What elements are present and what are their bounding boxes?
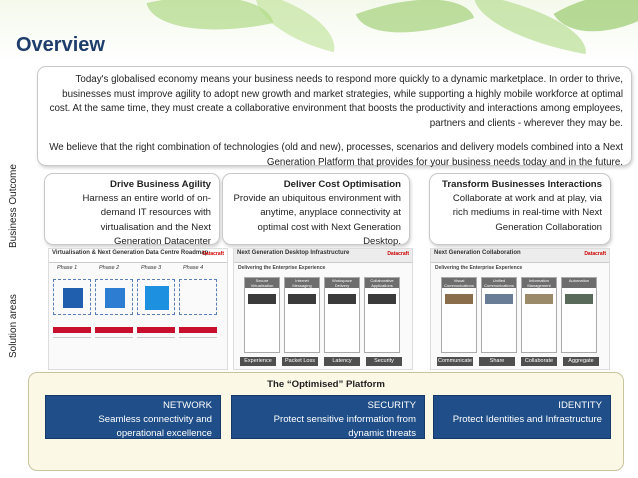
footer-tag: Share	[479, 357, 515, 366]
leaf-decoration	[146, 0, 274, 48]
pillar-security: SECURITY Protect sensitive information f…	[231, 395, 425, 439]
solution-column: Workspace Delivery	[324, 277, 360, 353]
phase-label: Phase 1	[57, 265, 78, 271]
footer-tag: Latency	[324, 357, 360, 366]
phase-bar	[95, 327, 133, 333]
panel-title: Next Generation Collaboration Datacraft	[431, 249, 609, 263]
goal-title: Drive Business Agility	[110, 179, 211, 190]
phase-bar	[137, 327, 175, 333]
requirements-text	[95, 337, 133, 367]
pillar-title: SECURITY	[367, 400, 416, 411]
footer-tag: Experience	[240, 357, 276, 366]
intro-card: Today's globalised economy means your bu…	[37, 66, 632, 168]
solution-panel-desktop: Next Generation Desktop Infrastructure D…	[233, 248, 413, 370]
solution-column: Internet Messaging	[284, 277, 320, 353]
header-banner	[0, 0, 638, 62]
goal-title: Deliver Cost Optimisation	[283, 179, 401, 190]
pillar-body: Seamless connectivity and operational ex…	[98, 414, 212, 439]
optimised-platform-card: The “Optimised” Platform NETWORK Seamles…	[28, 372, 624, 471]
brand-logo: Datacraft	[202, 251, 224, 257]
goal-body: Provide an ubiquitous environment with a…	[233, 193, 401, 247]
pillar-identity: IDENTITY Protect Identities and Infrastr…	[433, 395, 611, 439]
goal-card-interactions: Transform Businesses Interactions Collab…	[429, 173, 611, 245]
platform-title: The “Optimised” Platform	[267, 379, 385, 390]
phase-box	[53, 279, 91, 315]
panel-title: Next Generation Desktop Infrastructure D…	[234, 249, 412, 263]
solution-column: Secure Virtualisation	[244, 277, 280, 353]
phase-bar	[179, 327, 217, 333]
panel-subtitle: Delivering the Enterprise Experience	[238, 265, 326, 271]
pillar-title: NETWORK	[162, 400, 212, 411]
requirements-text	[137, 337, 175, 367]
solution-column: Automation	[561, 277, 597, 353]
footer-tag: Aggregate	[563, 357, 599, 366]
solution-areas-label: Solution areas	[8, 294, 19, 358]
leaf-decoration	[246, 0, 344, 53]
leaf-decoration	[355, 0, 475, 56]
solution-column: Unified Communications	[481, 277, 517, 353]
goal-body: Harness an entire world of on-demand IT …	[82, 193, 211, 247]
phase-box	[137, 279, 175, 315]
footer-tag: Packet Loss	[282, 357, 318, 366]
panel-title: Virtualisation & Next Generation Data Ce…	[49, 249, 227, 263]
brand-logo: Datacraft	[584, 251, 606, 257]
solution-column: Collaborative Applications	[364, 277, 400, 353]
footer-tag: Communicate	[437, 357, 473, 366]
panel-subtitle: Delivering the Enterprise Experience	[435, 265, 523, 271]
phase-label: Phase 3	[141, 265, 162, 271]
intro-paragraph: We believe that the right combination of…	[49, 142, 623, 168]
brand-logo: Datacraft	[387, 251, 409, 257]
phase-label: Phase 2	[99, 265, 120, 271]
phase-box	[95, 279, 133, 315]
pillar-body: Protect sensitive information from dynam…	[273, 414, 416, 439]
goal-body: Collaborate at work and at play, via ric…	[452, 193, 602, 233]
phase-label: Phase 4	[183, 265, 204, 271]
footer-tag: Collaborate	[521, 357, 557, 366]
goal-title: Transform Businesses Interactions	[442, 179, 602, 190]
goal-card-cost: Deliver Cost Optimisation Provide an ubi…	[222, 173, 410, 247]
requirements-text	[179, 337, 217, 367]
pillar-body: Protect Identities and Infrastructure	[452, 414, 602, 425]
phase-bar	[53, 327, 91, 333]
pillar-title: IDENTITY	[558, 400, 602, 411]
business-outcome-label: Business Outcome	[8, 164, 19, 248]
page-title: Overview	[16, 34, 105, 56]
footer-tag: Security	[366, 357, 402, 366]
solution-panel-collaboration: Next Generation Collaboration Datacraft …	[430, 248, 610, 370]
pillar-network: NETWORK Seamless connectivity and operat…	[45, 395, 221, 439]
requirements-text	[53, 337, 91, 367]
solution-column: Information Management	[521, 277, 557, 353]
intro-paragraph: Today's globalised economy means your bu…	[49, 74, 623, 129]
goal-card-agility: Drive Business Agility Harness an entire…	[44, 173, 220, 247]
phase-box	[179, 279, 217, 315]
solution-panel-datacenter: Virtualisation & Next Generation Data Ce…	[48, 248, 228, 370]
solution-column: Visual Communications	[441, 277, 477, 353]
